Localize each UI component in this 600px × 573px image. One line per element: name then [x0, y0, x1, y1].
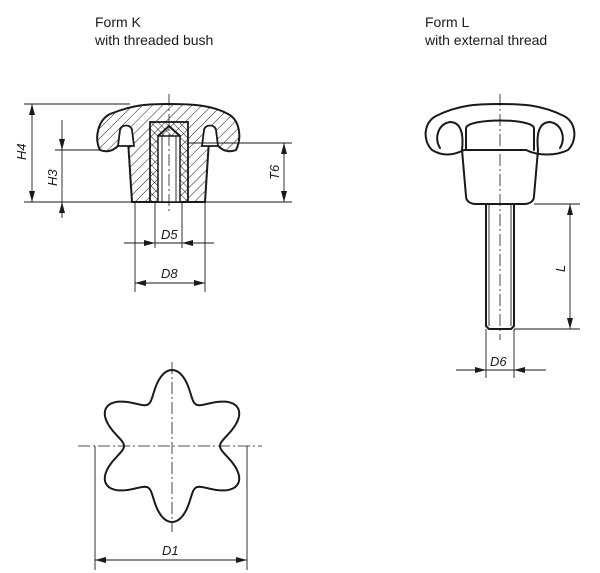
d6-label: D6 [490, 354, 507, 369]
d1-dimension: D1 [94, 446, 248, 570]
l-label: L [553, 265, 568, 272]
form-l-side-view [424, 94, 576, 340]
h4-label: H4 [14, 143, 29, 160]
form-l-knob-head [424, 103, 576, 156]
t6-label: T6 [267, 164, 282, 180]
form-l-title: Form L with external thread [424, 14, 547, 48]
form-k-title: Form K with threaded bush [94, 14, 213, 48]
form-k-title-line1: Form K [95, 14, 142, 30]
form-l-dimensions: L D6 [456, 203, 580, 378]
form-l-title-line1: Form L [425, 14, 470, 30]
form-k-left-slot [116, 124, 136, 147]
d5-label: D5 [161, 227, 178, 242]
form-k-dimensions: H4 H3 T6 D5 D8 [14, 103, 292, 292]
form-l-right-lobe [536, 121, 564, 151]
form-k-right-slot [200, 124, 220, 147]
d8-label: D8 [161, 266, 178, 281]
h3-label: H3 [45, 169, 60, 186]
form-k-section-view [96, 94, 241, 214]
star-knob-top-view [78, 362, 262, 532]
form-k-title-line2: with threaded bush [94, 32, 213, 48]
form-l-left-lobe [436, 121, 464, 151]
form-l-title-line2: with external thread [424, 32, 547, 48]
d1-label: D1 [162, 543, 179, 558]
